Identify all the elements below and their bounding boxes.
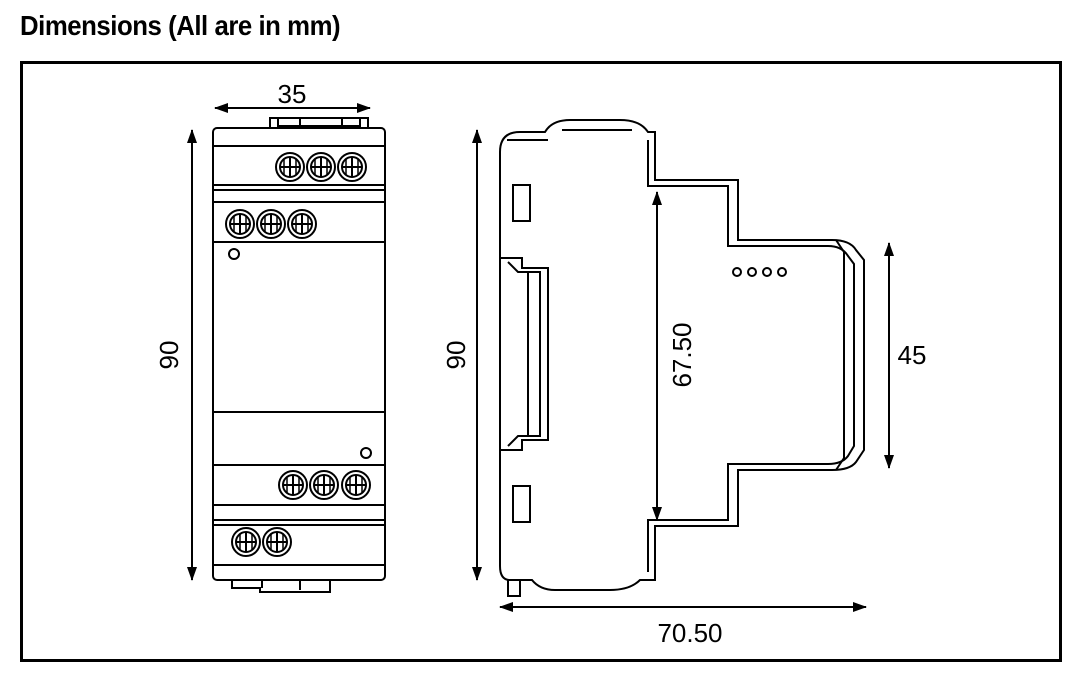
drawing-frame (20, 61, 1062, 662)
dim-rail-spacing: 67.50 (667, 322, 697, 387)
page-title: Dimensions (All are in mm) (20, 10, 341, 41)
dim-side-height: 90 (441, 341, 471, 370)
side-view (499, 119, 865, 597)
dim-front-face: 45 (898, 340, 927, 370)
side-dimensions (472, 129, 894, 612)
dim-front-width: 35 (278, 79, 307, 109)
dim-front-height: 90 (154, 341, 184, 370)
front-view (212, 117, 386, 593)
front-dimensions (187, 103, 371, 581)
dim-depth: 70.50 (657, 618, 722, 648)
